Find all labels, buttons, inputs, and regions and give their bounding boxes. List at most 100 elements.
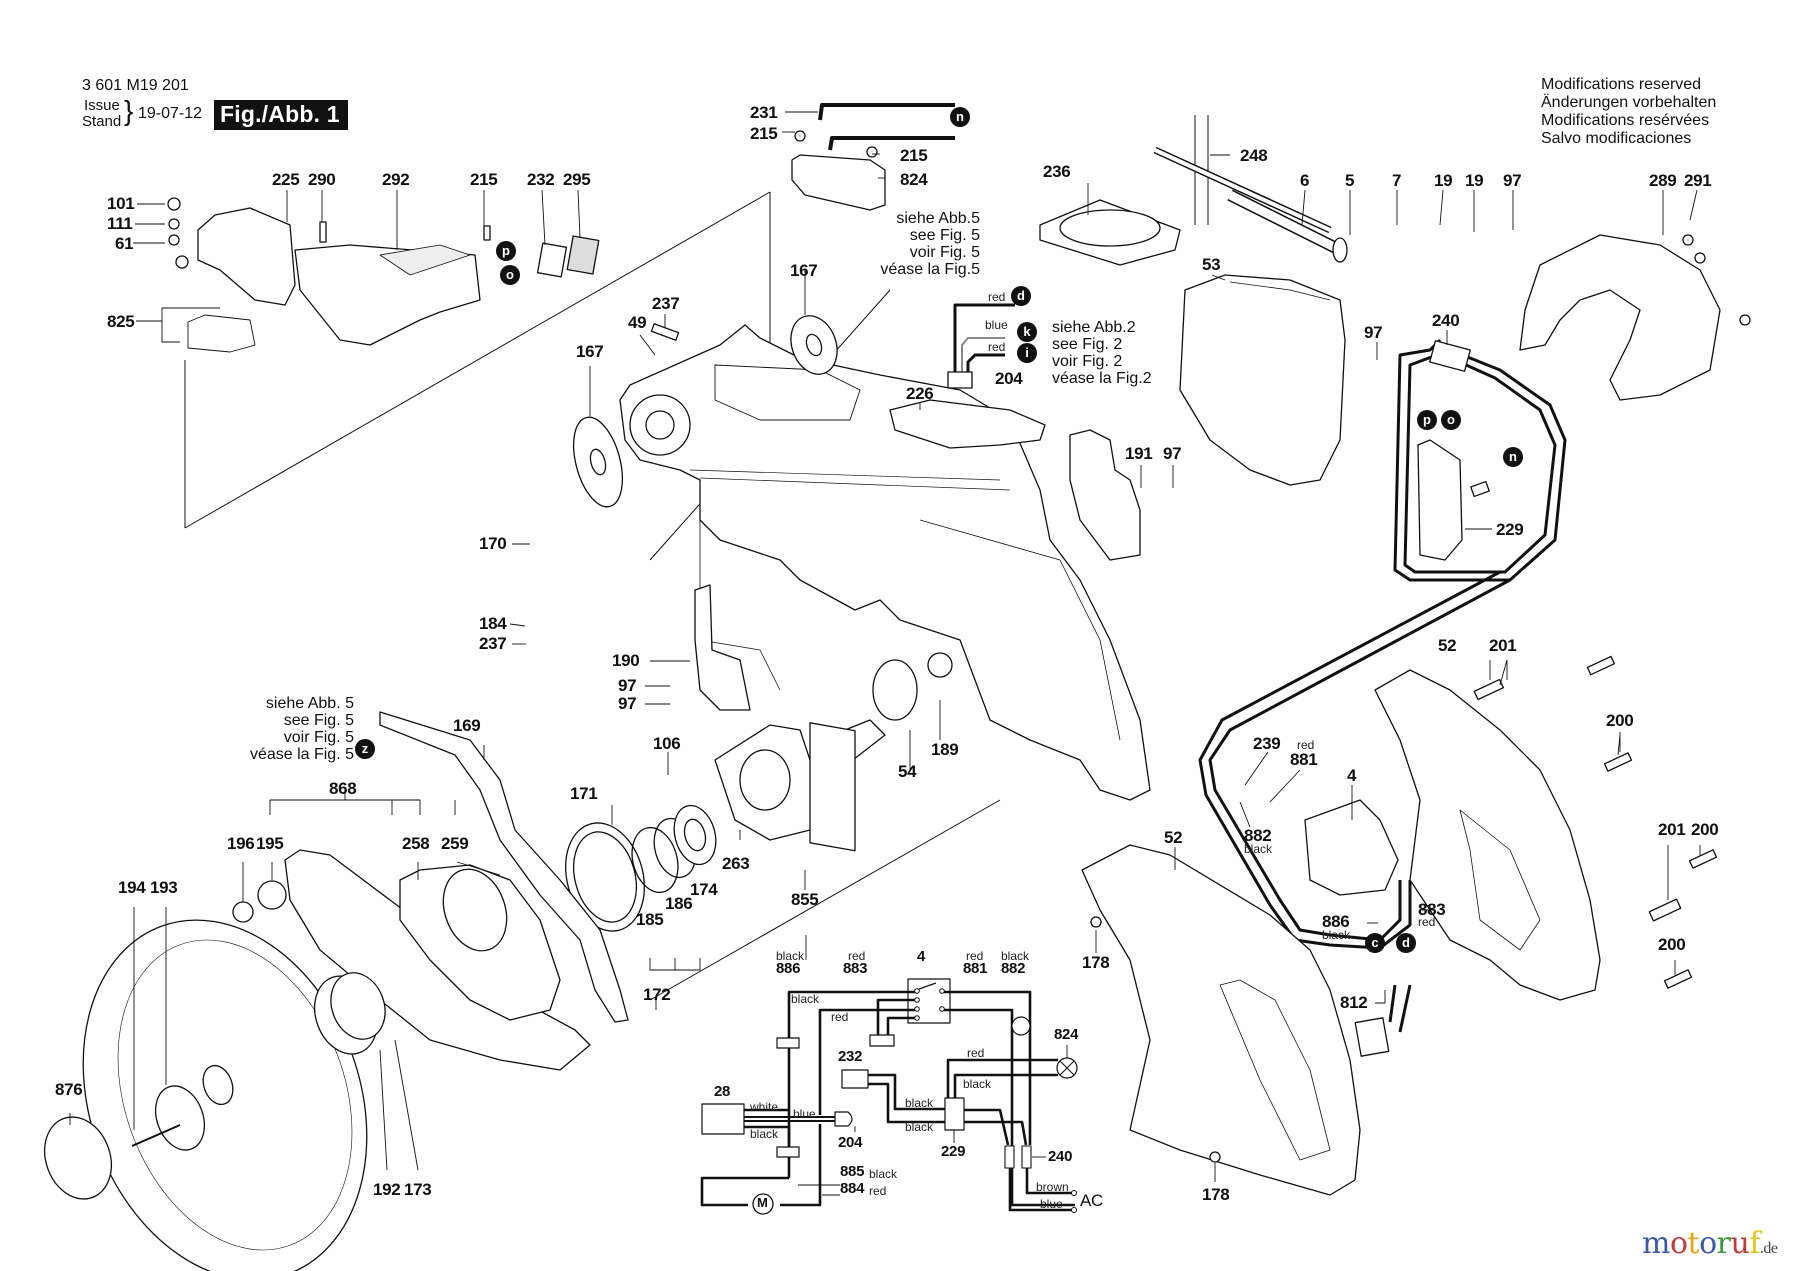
light-switch-module-824 <box>791 103 955 211</box>
connector-marker-z: z <box>355 739 375 759</box>
part-label-97-housing: 97 <box>1364 323 1383 342</box>
part-label-191: 191 <box>1125 444 1153 463</box>
part-label-184: 184 <box>479 614 507 633</box>
part-label-171: 171 <box>570 784 598 803</box>
part-label-215-switch-right: 215 <box>900 146 928 165</box>
part-label-170: 170 <box>479 534 507 553</box>
wiring-tag-black-28: black <box>750 1127 779 1141</box>
part-label-200-lower: 200 <box>1691 820 1719 839</box>
part-label-97-lower-a: 97 <box>618 676 637 695</box>
stand-label: Stand <box>82 113 122 130</box>
bracket-190 <box>694 584 751 711</box>
part-number: 3 601 M19 201 <box>82 77 189 94</box>
part-label-194: 194 <box>118 878 146 897</box>
wiring-label-883: 883 <box>843 960 868 977</box>
part-label-855: 855 <box>791 890 819 909</box>
callout-leaders <box>69 111 1701 1182</box>
brace: } <box>124 95 134 126</box>
part-label-237-lower: 237 <box>479 634 507 653</box>
wiring-tag-black-824: black <box>963 1077 992 1091</box>
wiring-label-886: 886 <box>776 960 801 977</box>
part-label-200-top: 200 <box>1606 711 1634 730</box>
logo-letter: o <box>1699 1226 1717 1261</box>
part-label-229-board: 229 <box>1496 520 1524 539</box>
part-label-289: 289 <box>1649 171 1677 190</box>
part-label-239: 239 <box>1253 734 1281 753</box>
connector-marker-c: c <box>1365 933 1385 953</box>
part-label-824-switch: 824 <box>900 170 928 189</box>
connector-marker-p-top: p <box>496 241 516 261</box>
part-label-204-bundle: 204 <box>995 369 1023 388</box>
wiring-tag-blue: blue <box>793 1107 816 1121</box>
part-label-167-left: 167 <box>576 342 604 361</box>
part-label-881: 881 <box>1290 750 1318 769</box>
part-label-236: 236 <box>1043 162 1071 181</box>
wire-tag-black-886: black <box>1322 928 1351 942</box>
part-label-240-loop: 240 <box>1432 311 1460 330</box>
issue-date: 19-07-12 <box>138 105 203 122</box>
part-label-172: 172 <box>643 985 671 1004</box>
wire-bundle-204 <box>953 303 1015 372</box>
part-label-19-b: 19 <box>1465 171 1484 190</box>
reference-fig5-left[interactable]: siehe Abb. 5 see Fig. 5 voir Fig. 5 véas… <box>249 695 354 763</box>
wiring-tag-red-824: red <box>967 1046 985 1060</box>
part-label-178-top: 178 <box>1082 953 1110 972</box>
motoruf-watermark: motoruf.de <box>1642 1226 1778 1261</box>
wiring-label-881: 881 <box>963 960 988 977</box>
wiring-tag-white: white <box>750 1100 779 1114</box>
part-label-196: 196 <box>227 834 255 853</box>
part-label-7: 7 <box>1392 171 1402 190</box>
flange-knob-876 <box>44 1116 112 1200</box>
wire-tag-black-882: black <box>1244 842 1273 856</box>
circlip-185 <box>631 826 679 894</box>
wiring-label-4: 4 <box>917 948 926 965</box>
reference-fig2[interactable]: siehe Abb.2 see Fig. 2 voir Fig. 2 véase… <box>1052 319 1152 387</box>
wire-tag-red-883: red <box>1418 915 1436 929</box>
part-label-52-rear: 52 <box>1438 636 1457 655</box>
connector-marker-n-board: n <box>1503 447 1523 467</box>
logo-letter: r <box>1716 1226 1731 1261</box>
wiring-label-229: 229 <box>941 1143 966 1160</box>
notice-en: Modifications reserved <box>1541 76 1702 93</box>
wiring-tag-black-top: black <box>791 992 820 1006</box>
part-label-97-lower-b: 97 <box>618 694 637 713</box>
part-label-868: 868 <box>329 779 357 798</box>
wiring-tag-886: black <box>776 949 805 963</box>
screws-200-201 <box>1473 655 1718 989</box>
part-label-292: 292 <box>382 170 410 189</box>
connector-marker-i: i <box>1017 343 1037 363</box>
part-label-200-bottom: 200 <box>1658 935 1686 954</box>
part-label-185: 185 <box>636 910 664 929</box>
part-label-886: 886 <box>1322 912 1350 931</box>
wiring-tag-black-232a: black <box>905 1096 934 1110</box>
wire-tag-red-i: red <box>988 340 1006 354</box>
part-label-193: 193 <box>150 878 178 897</box>
reference-fig5-top[interactable]: siehe Abb.5 see Fig. 5 voir Fig. 5 véase… <box>880 210 980 278</box>
part-label-226: 226 <box>906 384 934 403</box>
wiring-label-882: 882 <box>1001 960 1026 977</box>
part-label-53: 53 <box>1202 255 1221 274</box>
part-label-169: 169 <box>453 716 481 735</box>
wiring-tag-882: black <box>1001 949 1030 963</box>
terminal-block-240 <box>1429 340 1471 372</box>
bracket-191 <box>1069 429 1141 561</box>
part-label-97-top: 97 <box>1503 171 1522 190</box>
wiring-tag-883: red <box>848 949 866 963</box>
main-arm-housing-49 <box>619 324 1151 801</box>
wiring-tag-black-232b: black <box>905 1120 934 1134</box>
wiring-motor-symbol: M <box>757 1195 768 1210</box>
link-169 <box>379 711 629 1023</box>
connector-marker-k: k <box>1017 322 1037 342</box>
connector-marker-p-board: p <box>1417 410 1437 430</box>
notice-es: Salvo modificaciones <box>1541 130 1692 147</box>
wiring-tag-brown: brown <box>1036 1180 1069 1194</box>
wire-tag-red-d: red <box>988 290 1006 304</box>
connector-marker-n-top: n <box>950 107 970 127</box>
part-label-232-cover: 232 <box>527 170 555 189</box>
wiring-schematic <box>700 978 1078 1215</box>
part-label-295: 295 <box>563 170 591 189</box>
part-label-195: 195 <box>256 834 284 853</box>
part-label-106: 106 <box>653 734 681 753</box>
connector-marker-o-board: o <box>1441 410 1461 430</box>
